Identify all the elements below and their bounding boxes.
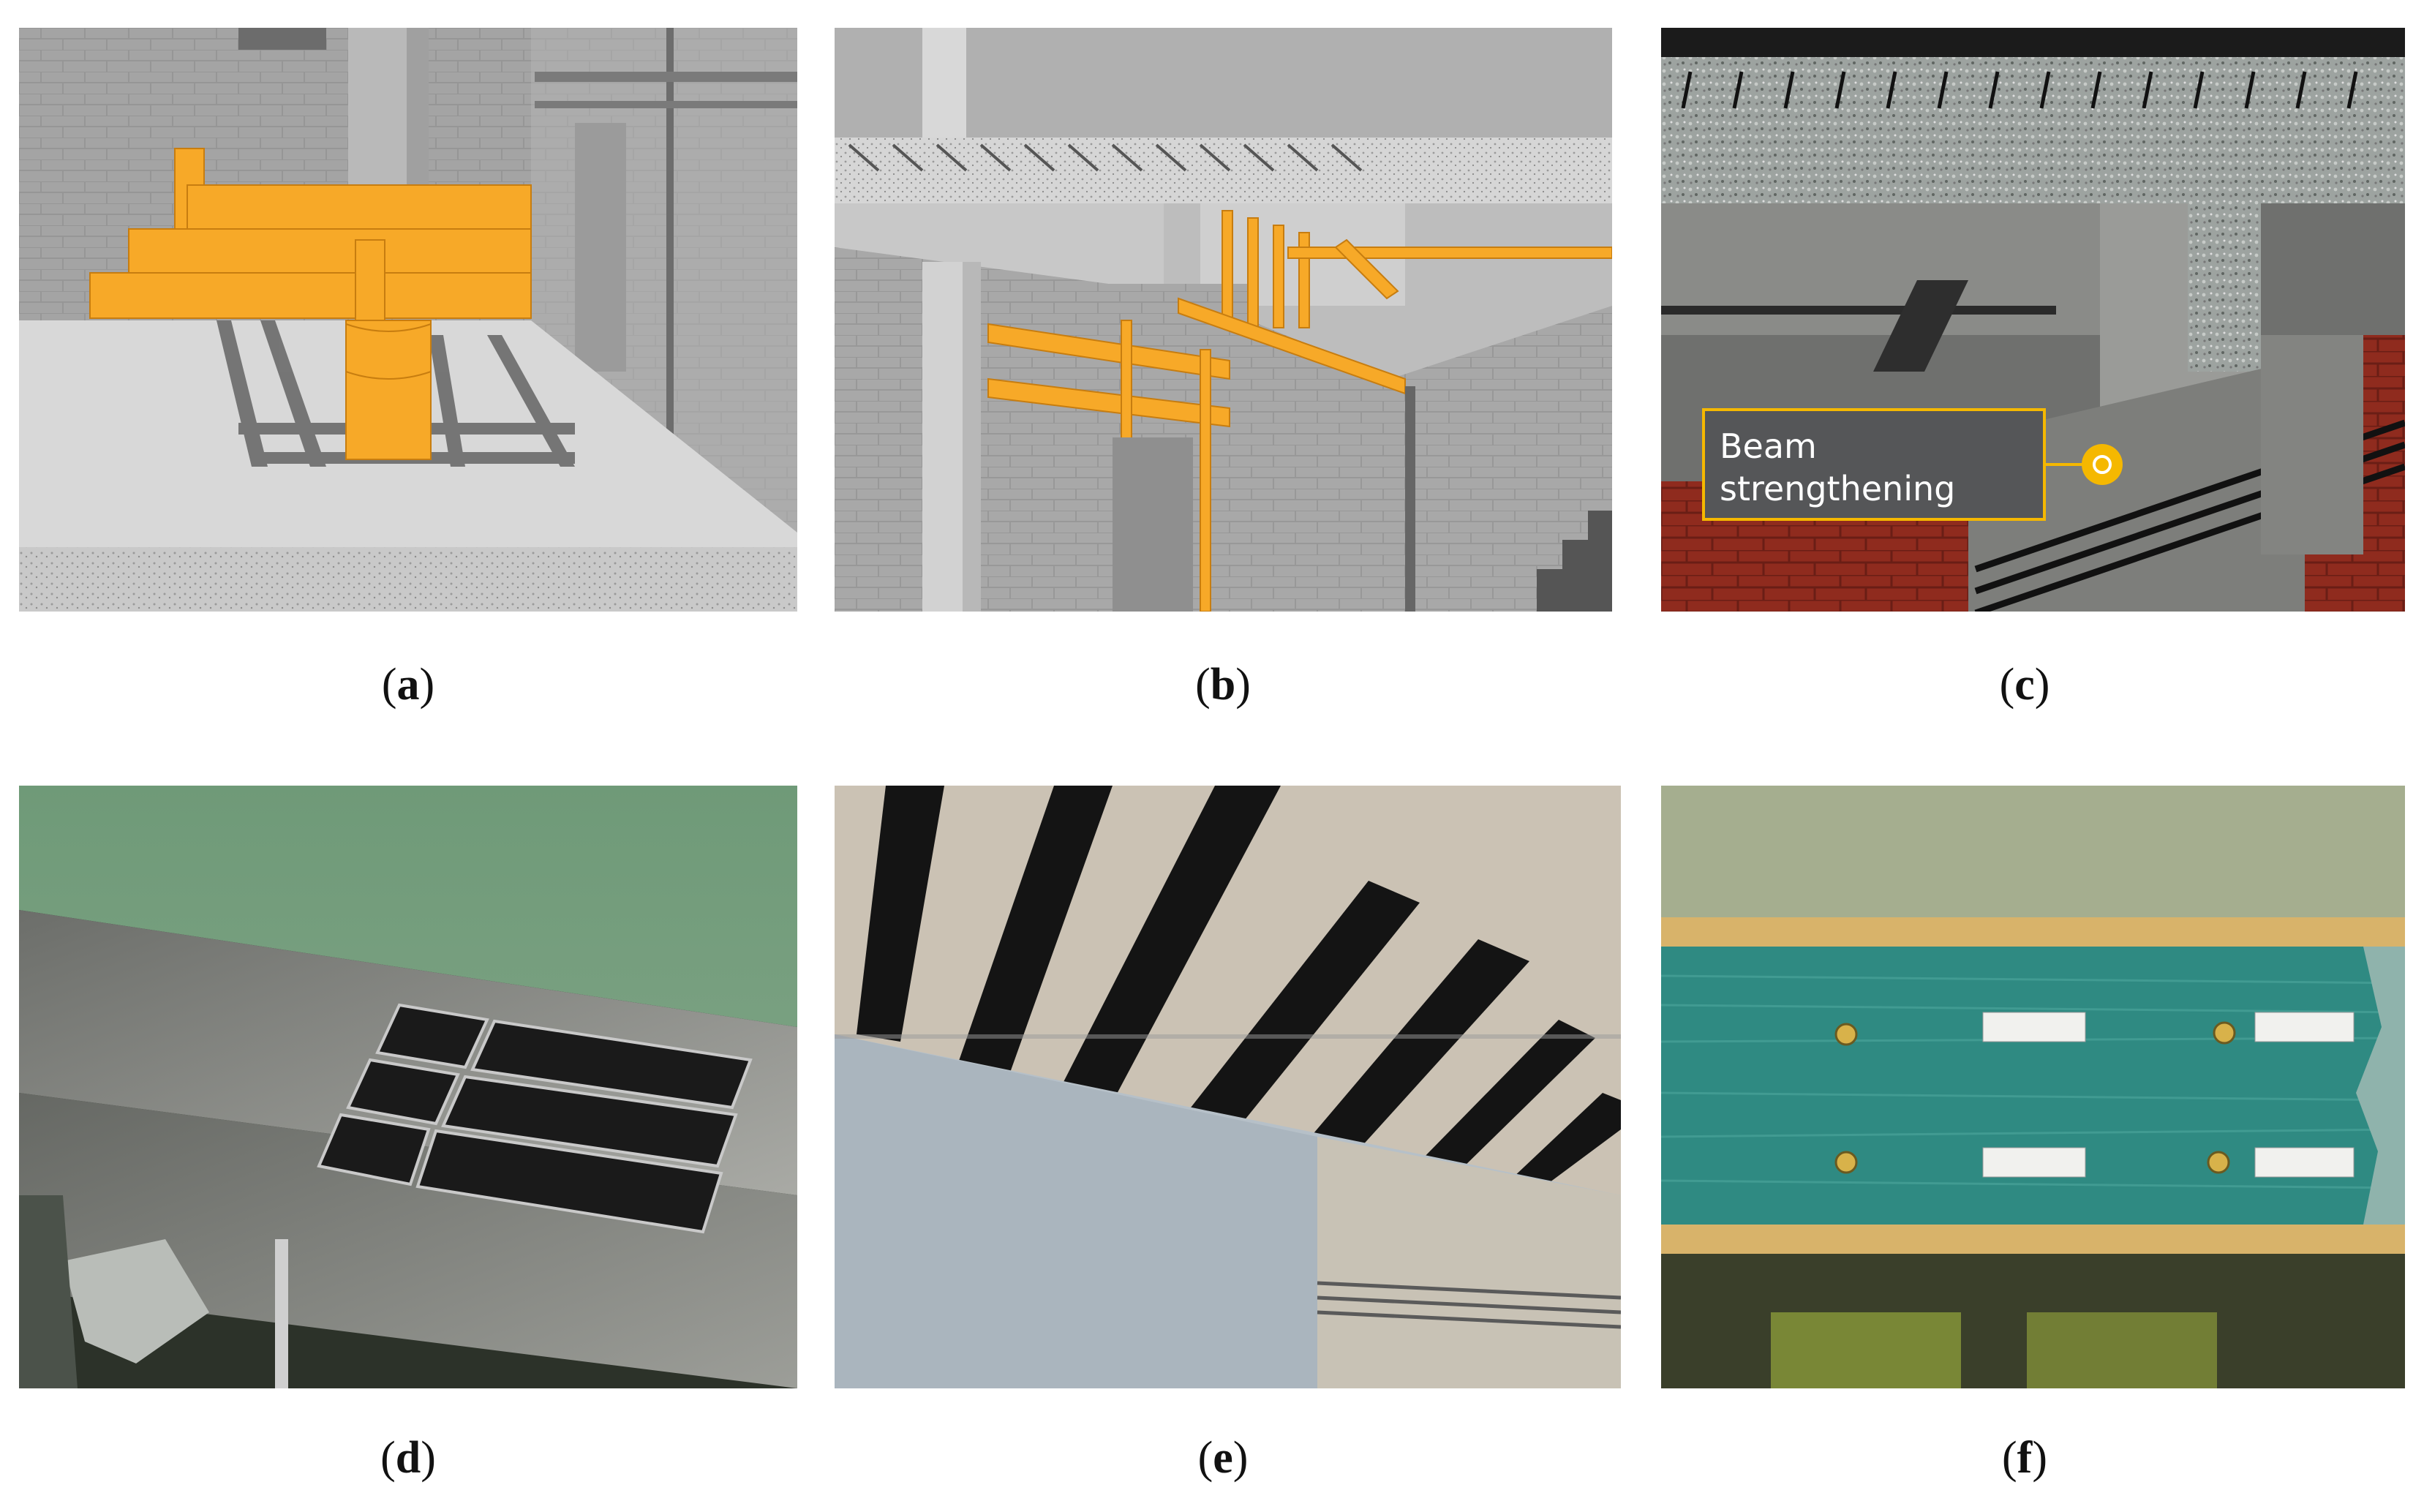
- panel-e-photo: [835, 786, 1621, 1388]
- panel-b-illustration: [835, 28, 1612, 612]
- panel-f-photo: [1661, 786, 2405, 1388]
- caption-e: (e): [1197, 1433, 1249, 1483]
- caption-c: (c): [1999, 660, 2050, 710]
- panel-d-photo: [19, 786, 797, 1388]
- caption-b: (b): [1195, 660, 1251, 710]
- caption-a: (a): [381, 660, 435, 710]
- panel-a-illustration: [19, 28, 797, 612]
- caption-d: (d): [380, 1433, 436, 1483]
- callout-line2: strengthening: [1720, 469, 1955, 508]
- callout-line1: Beam: [1720, 426, 1817, 466]
- caption-f: (f): [2002, 1433, 2047, 1483]
- panel-c-rendering: Beam strengthening: [1661, 28, 2405, 612]
- callout-marker-icon: [2082, 444, 2123, 485]
